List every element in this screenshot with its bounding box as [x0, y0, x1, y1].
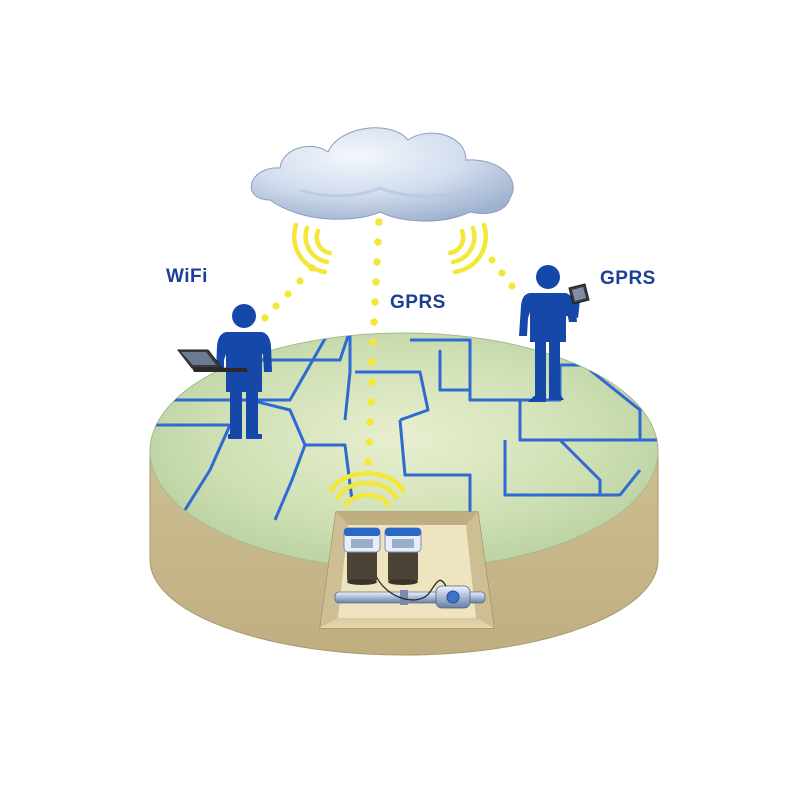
meter-device-icon: [343, 527, 381, 585]
wireless-signal-icon: [291, 222, 333, 275]
gprs-label-right: GPRS: [600, 268, 656, 289]
wifi-label: WiFi: [166, 266, 208, 287]
meter-device-icon: [384, 527, 422, 585]
gprs-label-center: GPRS: [390, 292, 446, 313]
signal-path-left: [261, 264, 316, 322]
road-map: [150, 333, 658, 521]
tablet-icon: [568, 283, 590, 305]
cable: [371, 564, 447, 601]
wireless-signal-icon: [447, 222, 489, 275]
signal-path-right: [488, 256, 516, 290]
person-with-tablet-icon: [519, 265, 580, 402]
water-pipe: [334, 585, 486, 609]
person-with-laptop-icon: [216, 304, 272, 439]
cloud-icon: [250, 127, 514, 222]
meter-pit: [319, 511, 495, 629]
wireless-signal-icon: [328, 471, 406, 508]
laptop-icon: [176, 349, 248, 372]
